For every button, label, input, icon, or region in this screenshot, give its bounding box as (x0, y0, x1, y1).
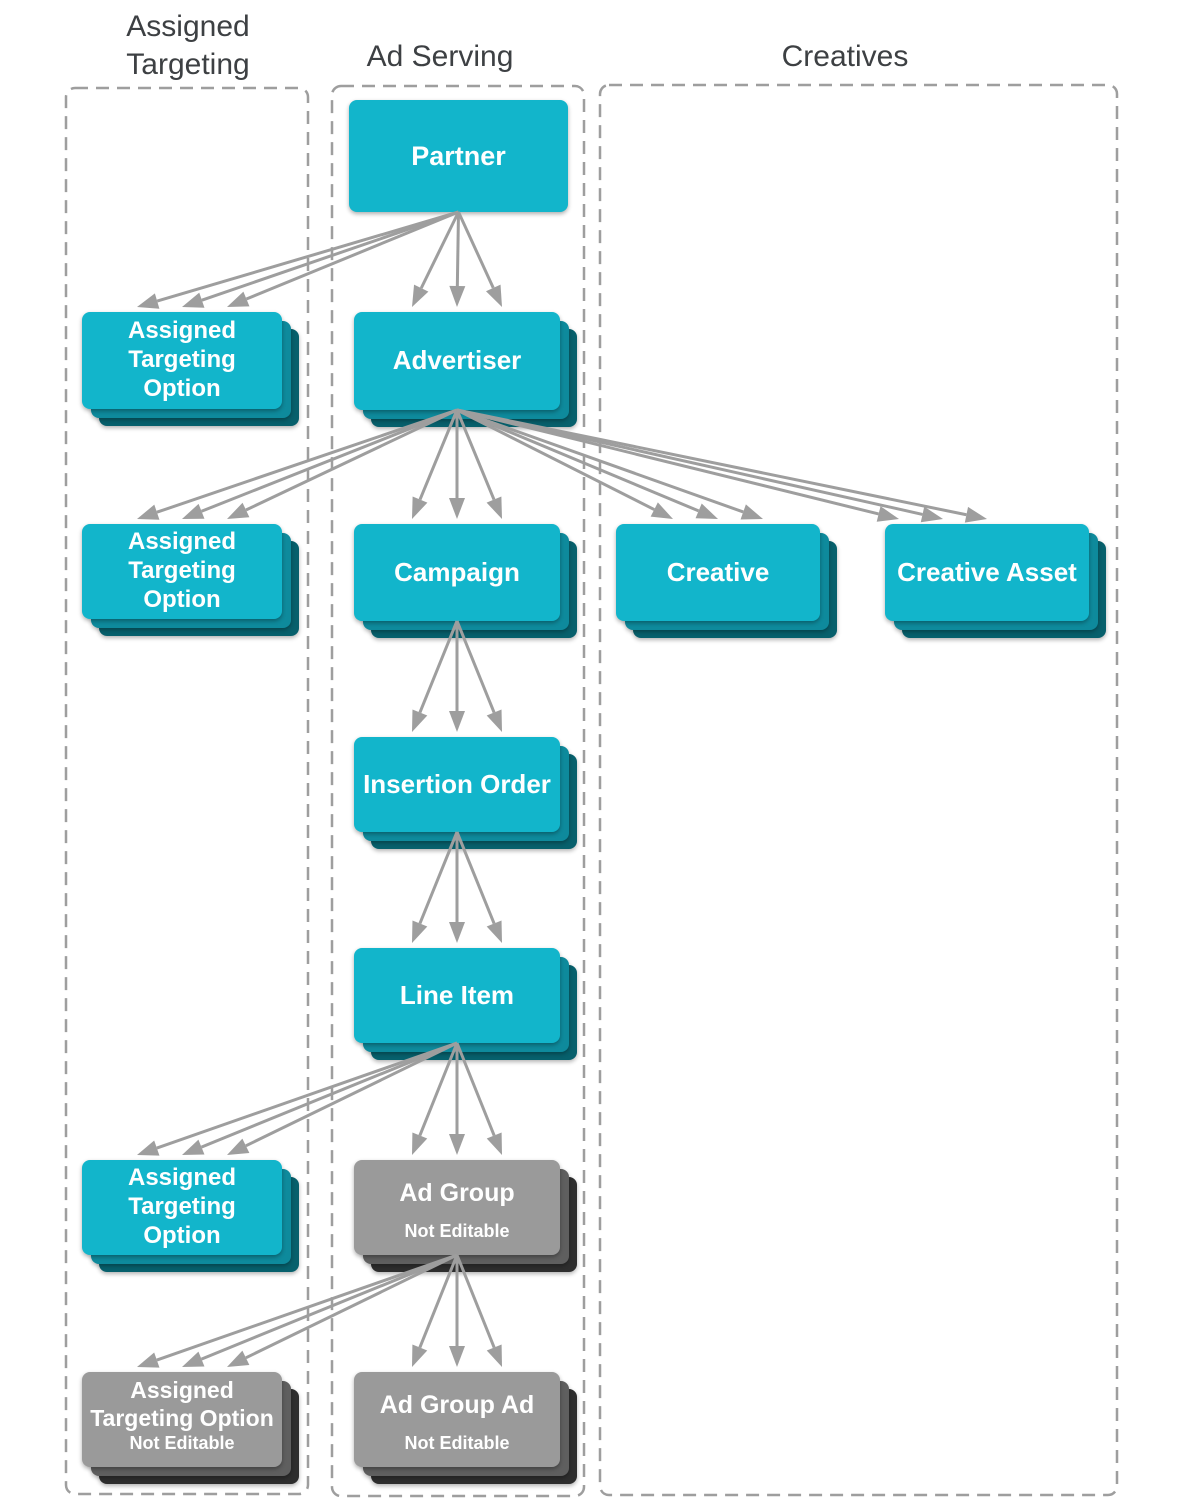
node-creative_asset-label: Creative Asset (897, 557, 1077, 588)
node-label-line: Targeting (128, 557, 236, 585)
node-ad_group-label: Ad Group (399, 1178, 514, 1208)
node-label-line: Line Item (399, 979, 515, 1010)
node-campaign: Campaign (354, 524, 560, 621)
node-creative: Creative (616, 524, 820, 621)
node-label-line: Partner (411, 140, 506, 171)
column-border-creatives (598, 83, 1119, 1497)
node-ad_group_ad-sublabel: Not Editable (404, 1433, 510, 1453)
node-ad_group_ad: Ad Group Ad Not Editable (354, 1372, 560, 1467)
node-advertiser: Advertiser (354, 312, 560, 410)
node-label-line: Creative Asset (897, 556, 1077, 587)
node-advertiser-label: Advertiser (393, 345, 522, 376)
node-label-line: Assigned (127, 317, 237, 345)
node-label-line: Advertiser (392, 345, 522, 376)
node-label-line: Targeting (128, 1193, 236, 1221)
node-campaign-label: Campaign (394, 557, 520, 588)
node-insertion_order-label: Insertion Order (363, 769, 551, 800)
node-insertion_order: Insertion Order (354, 737, 560, 832)
node-creative-label: Creative (667, 557, 770, 588)
column-title-creatives: Creatives (782, 38, 909, 76)
node-label-line: Targeting (128, 346, 236, 374)
node-label-line: Ad Group (399, 1178, 515, 1207)
node-label-line: Option (143, 1221, 221, 1249)
node-label-line: Targeting Option (90, 1404, 274, 1431)
column-title-line: Assigned (126, 10, 250, 43)
node-partner: Partner (349, 100, 568, 212)
node-label-line: Insertion Order (363, 768, 551, 799)
node-label-line: Option (143, 374, 221, 402)
node-ad_group_ad-label: Ad Group Ad (380, 1390, 535, 1420)
node-label-line: Assigned (127, 528, 237, 556)
node-label-line: Option (143, 585, 221, 613)
node-ato4-sublabel: Not Editable (129, 1433, 235, 1453)
node-line_item: Line Item (354, 948, 560, 1043)
node-creative_asset: Creative Asset (885, 524, 1089, 621)
node-label-line: Assigned (130, 1376, 234, 1403)
node-label-line: Ad Group Ad (379, 1390, 535, 1419)
node-line_item-label: Line Item (400, 980, 514, 1011)
column-title-line: Ad Serving (366, 40, 514, 73)
node-label-line: Assigned (127, 1164, 237, 1192)
column-title-line: Targeting (126, 48, 250, 81)
column-border-ad-serving (330, 84, 586, 1498)
column-title-ad-serving: Ad Serving (367, 38, 514, 76)
node-ad_group-sublabel: Not Editable (404, 1221, 510, 1241)
column-border-assigned-targeting (64, 86, 310, 1496)
column-title-line: Creatives (781, 40, 909, 73)
node-partner-label: Partner (411, 140, 506, 172)
node-label-line: Creative (666, 556, 770, 587)
node-label-line: Campaign (394, 556, 520, 587)
